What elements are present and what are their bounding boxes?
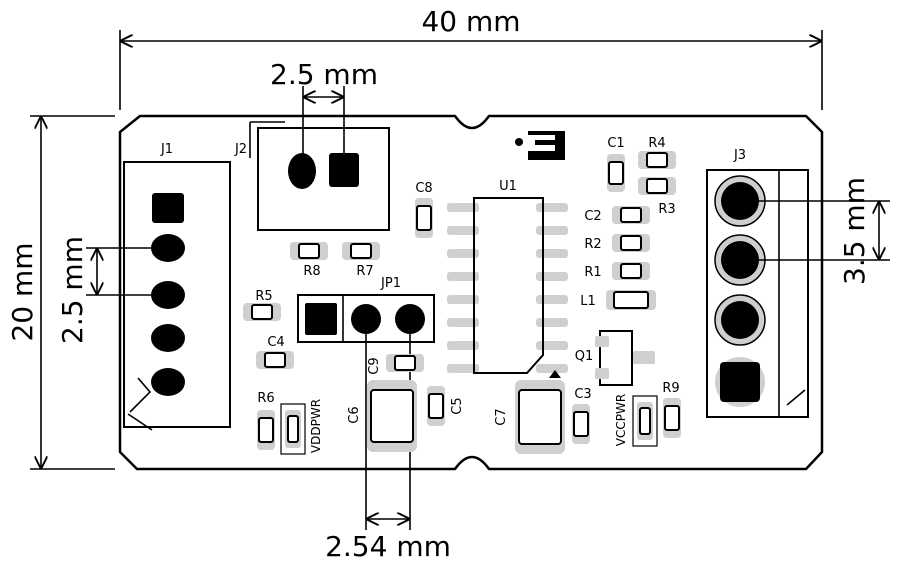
jp1-pin-3 xyxy=(395,304,425,334)
transistor-q1: Q1 xyxy=(575,330,655,386)
q1-label: Q1 xyxy=(575,349,594,364)
c1-label: C1 xyxy=(607,136,624,151)
j3-terminal-3 xyxy=(714,294,766,346)
c9-label: C9 xyxy=(367,357,382,374)
r4-label: R4 xyxy=(648,136,665,151)
jp1-pitch-label: 2.54 mm xyxy=(325,530,451,563)
j3-terminal-4 xyxy=(715,357,765,407)
c7-label: C7 xyxy=(494,408,509,425)
jp1-label: JP1 xyxy=(380,276,401,291)
capacitor-c6: C6 xyxy=(347,380,417,452)
dimension-height: 20 mm xyxy=(6,115,115,470)
resistor-r3: R3 xyxy=(638,177,676,217)
resistor-r8: R8 xyxy=(290,242,328,279)
resistor-r1: R1 xyxy=(584,262,650,280)
capacitor-c2: C2 xyxy=(584,206,650,224)
r5-label: R5 xyxy=(255,289,272,304)
j1-pin-4 xyxy=(151,324,185,352)
connector-j1: J1 xyxy=(123,142,231,431)
connector-j3: J3 xyxy=(706,148,809,418)
jp1-pin-1 xyxy=(305,303,337,335)
connector-j2: J2 xyxy=(234,121,390,231)
l1-label: L1 xyxy=(580,294,596,309)
vddpwr-label: VDDPWR xyxy=(309,399,323,453)
capacitor-c5: C5 xyxy=(427,386,465,426)
c8-label: C8 xyxy=(415,181,432,196)
jumper-vddpwr: VDDPWR xyxy=(280,399,323,455)
resistor-r2: R2 xyxy=(584,234,650,252)
j2-pitch-label: 2.5 mm xyxy=(270,58,378,91)
r8-label: R8 xyxy=(303,264,320,279)
brand-logo xyxy=(515,131,565,160)
dimension-width: 40 mm xyxy=(119,5,823,110)
resistor-r6: R6 xyxy=(257,391,275,450)
r7-label: R7 xyxy=(356,264,373,279)
height-label: 20 mm xyxy=(6,242,39,341)
j2-pin-2 xyxy=(329,153,359,187)
c4-label: C4 xyxy=(267,335,284,350)
c3-label: C3 xyxy=(574,387,591,402)
j1-pin-2 xyxy=(151,234,185,262)
vccpwr-label: VCCPWR xyxy=(614,394,628,446)
c6-label: C6 xyxy=(347,406,362,423)
j1-pin-3 xyxy=(151,281,185,309)
j1-label: J1 xyxy=(160,142,173,157)
resistor-r5: R5 xyxy=(243,289,281,321)
j2-label: J2 xyxy=(234,142,247,157)
resistor-r4: R4 xyxy=(638,136,676,169)
r1-label: R1 xyxy=(584,265,601,280)
width-label: 40 mm xyxy=(421,5,520,38)
capacitor-c9: C9 xyxy=(367,354,424,375)
dimension-j3-pitch: 3.5 mm xyxy=(740,177,890,285)
capacitor-c4: C4 xyxy=(256,335,294,369)
resistor-r9: R9 xyxy=(662,381,681,438)
r6-label: R6 xyxy=(257,391,274,406)
capacitor-c7: C7 xyxy=(494,380,565,454)
j2-pin-1 xyxy=(288,153,316,189)
inductor-l1: L1 xyxy=(580,290,656,310)
dimension-j1-pitch: 2.5 mm xyxy=(56,236,160,344)
r9-label: R9 xyxy=(662,381,679,396)
j3-label: J3 xyxy=(733,148,746,163)
resistor-r7: R7 xyxy=(342,242,380,279)
u1-label: U1 xyxy=(499,179,517,194)
r3-label: R3 xyxy=(658,202,675,217)
r2-label: R2 xyxy=(584,237,601,252)
j1-pin-5 xyxy=(151,368,185,396)
j3-pitch-label: 3.5 mm xyxy=(838,177,871,285)
capacitor-c8: C8 xyxy=(415,181,433,238)
dimension-j2-pitch: 2.5 mm xyxy=(270,58,378,160)
ic-u1: U1 xyxy=(447,179,568,378)
j1-pin-1 xyxy=(152,193,184,223)
c2-label: C2 xyxy=(584,209,601,224)
capacitor-c1: C1 xyxy=(607,136,625,192)
jumper-vccpwr: VCCPWR xyxy=(614,394,658,447)
c5-label: C5 xyxy=(450,397,465,414)
jp1-pin-2 xyxy=(351,304,381,334)
j1-pitch-label: 2.5 mm xyxy=(56,236,89,344)
capacitor-c3: C3 xyxy=(572,387,592,444)
